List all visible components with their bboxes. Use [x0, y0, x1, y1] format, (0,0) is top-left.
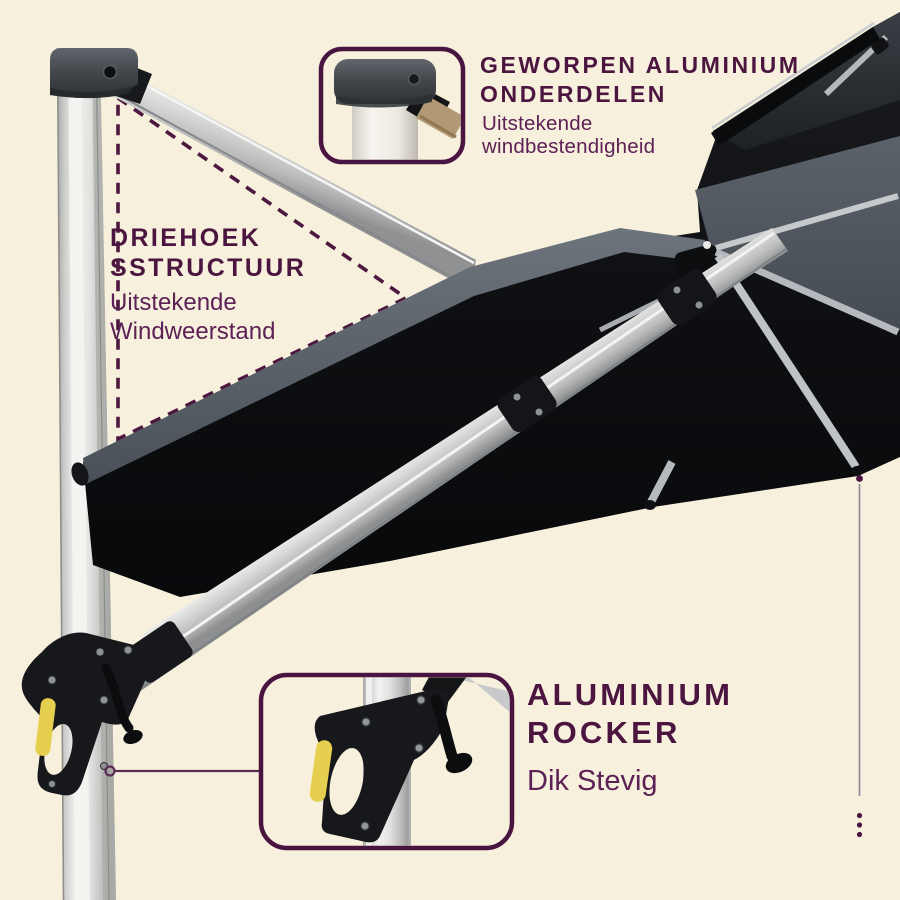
canopy-underside	[83, 12, 900, 597]
cast-parts-title-line2: ONDERDELEN	[480, 81, 668, 107]
canopy-left-corner-cap	[71, 462, 89, 486]
cap-bolt	[102, 64, 118, 80]
triangle-subtitle-line2: Windweerstand	[110, 318, 276, 345]
arm-joint	[497, 375, 557, 433]
triangle-title-line2: SSTRUCTUUR	[110, 254, 307, 282]
crank-handle	[101, 663, 134, 733]
rocker-subtitle: Dik Stevig	[527, 764, 658, 798]
front-rib-tip	[647, 460, 676, 504]
zoom-rocker-body	[314, 688, 449, 843]
triangle-structure-title: DRIEHOEK SSTRUCTUUR	[110, 223, 306, 283]
zoom-rocker-screws	[360, 695, 426, 831]
rocker-title-line1: ALUMINIUM	[527, 677, 734, 712]
cast-parts-title-line1: GEWORPEN ALUMINIUM	[480, 52, 801, 78]
corner-bolt	[703, 241, 711, 249]
zoom-box-cast-parts	[318, 46, 466, 165]
canopy-front-edge	[83, 228, 706, 484]
cast-parts-subtitle: Uitstekende windbestendigheid	[482, 112, 656, 158]
zoom-accent-strip	[309, 740, 333, 802]
rocker-accent-strip	[35, 698, 56, 756]
dashed-triangle-outline	[116, 94, 410, 442]
arm-joint	[657, 268, 717, 326]
zoom-arm-stub	[416, 96, 461, 139]
corner-marker-line	[856, 475, 863, 838]
pole-cap	[50, 48, 152, 104]
canopy-right-panel	[695, 136, 900, 330]
upper-arm	[102, 62, 476, 290]
rocker-leader-line	[104, 765, 263, 777]
zoom-crank-handle	[430, 694, 458, 762]
lower-arm	[108, 228, 788, 703]
triangle-title-line1: DRIEHOEK	[110, 224, 262, 252]
zoom-box-rocker	[258, 672, 515, 851]
rocker-body	[21, 632, 155, 796]
canopy	[71, 12, 900, 597]
triangle-subtitle-line1: Uitstekende	[110, 289, 237, 316]
cast-parts-subtitle-line2: windbestendigheid	[482, 134, 656, 158]
rocker-title: ALUMINIUM ROCKER	[527, 676, 733, 752]
triangle-structure-subtitle: Uitstekende Windweerstand	[110, 288, 275, 346]
cast-parts-subtitle-line1: Uitstekende	[482, 112, 593, 135]
rocker-title-line2: ROCKER	[527, 715, 681, 750]
zoom-pole-cap	[334, 59, 436, 104]
rocker-screws	[47, 645, 133, 788]
rocker-assembly	[21, 632, 155, 796]
zoom-arm-stub	[440, 677, 510, 714]
ellipsis-dots	[856, 812, 863, 838]
vent-rib-highlight	[711, 21, 875, 130]
rocker-subtitle-line1: Dik Stevig	[527, 765, 658, 797]
cast-parts-title: GEWORPEN ALUMINIUM ONDERDELEN	[480, 51, 801, 109]
